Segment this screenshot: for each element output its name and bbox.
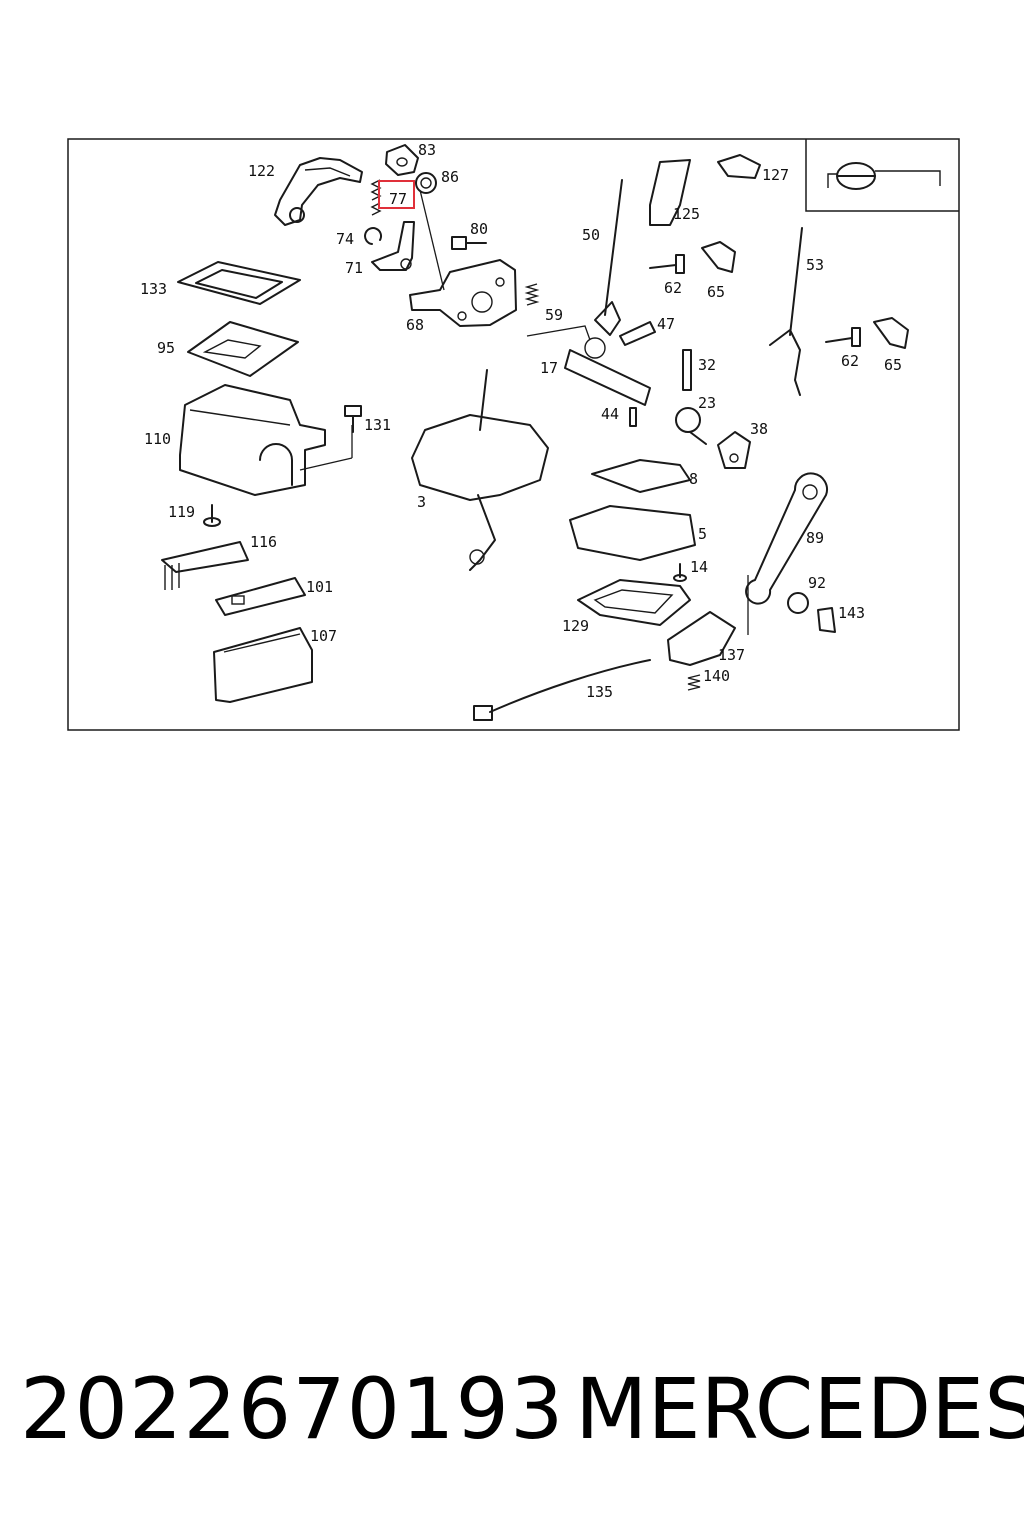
callout-127: 127: [762, 166, 789, 184]
part-65-clip-a: [701, 241, 736, 273]
brand-name: MERCEDES: [575, 1360, 1024, 1458]
part-74-circlip: [364, 227, 383, 245]
callout-125: 125: [673, 205, 700, 223]
part-116-comb: [161, 541, 249, 590]
callout-8: 8: [689, 470, 698, 488]
part-68-plate: [409, 189, 517, 327]
callout-14: 14: [690, 558, 708, 576]
part-83-clip: [385, 144, 419, 176]
highlight-box-77: [378, 180, 415, 209]
callout-92: 92: [808, 574, 826, 592]
callout-80: 80: [470, 220, 488, 238]
callout-62-b: 62: [841, 352, 859, 370]
callout-135: 135: [586, 683, 613, 701]
part-3-shifter: [411, 369, 549, 571]
callout-71: 71: [345, 259, 363, 277]
part-8-gate: [591, 459, 691, 493]
callout-32: 32: [698, 356, 716, 374]
part-133-frame: [177, 261, 301, 305]
part-137-bracket: [667, 575, 749, 666]
parts-diagram: 83 86 122 77 74 80 71 133 68 95 50 127 1…: [0, 0, 1024, 760]
part-59-spring: [524, 283, 540, 306]
callout-129: 129: [562, 617, 589, 635]
callout-68: 68: [406, 316, 424, 334]
part-38-cam: [717, 431, 751, 469]
callout-53: 53: [806, 256, 824, 274]
callout-110: 110: [144, 430, 171, 448]
leader-59-17: [526, 325, 591, 341]
part-125-knob: [649, 159, 691, 226]
callout-83: 83: [418, 141, 436, 159]
callout-17: 17: [540, 359, 558, 377]
part-80-screw: [451, 236, 487, 250]
callout-140: 140: [703, 667, 730, 685]
part-86-bushing: [415, 172, 437, 194]
callout-38: 38: [750, 420, 768, 438]
callout-62-a: 62: [664, 279, 682, 297]
callout-86: 86: [441, 168, 459, 186]
part-32-pin: [682, 349, 692, 391]
part-62-bolt-a: [649, 254, 685, 274]
part-50-rod: [594, 179, 623, 336]
part-135-cable: [473, 659, 651, 721]
part-47-switch: [619, 321, 656, 346]
callout-131: 131: [364, 416, 391, 434]
callout-5: 5: [698, 525, 707, 543]
part-17-shaft: [564, 337, 651, 406]
callout-119: 119: [168, 503, 195, 521]
callout-107: 107: [310, 627, 337, 645]
part-92-bushing: [787, 592, 809, 614]
callout-122: 122: [248, 162, 275, 180]
callout-137: 137: [718, 646, 745, 664]
callout-65-b: 65: [884, 356, 902, 374]
callout-101: 101: [306, 578, 333, 596]
steering-symbol-inset: [805, 139, 959, 212]
callout-50: 50: [582, 226, 600, 244]
part-95-gate: [187, 321, 299, 377]
diagram-border: [67, 138, 960, 731]
part-122-bracket: [274, 157, 363, 226]
part-89-link: [745, 472, 828, 605]
part-62-bolt-b: [825, 327, 861, 347]
callout-3: 3: [417, 493, 426, 511]
part-127-cap: [717, 154, 761, 179]
part-71-lever: [371, 221, 415, 271]
part-131-bolt: [344, 405, 362, 433]
part-53-rod: [769, 227, 803, 396]
callout-116: 116: [250, 533, 277, 551]
callout-65-a: 65: [707, 283, 725, 301]
callout-89: 89: [806, 529, 824, 547]
callout-47: 47: [657, 315, 675, 333]
part-101-switch: [215, 577, 306, 616]
part-119-screw: [203, 504, 221, 527]
part-5-base: [569, 505, 696, 561]
part-23-bushing: [675, 407, 707, 445]
callout-95: 95: [157, 339, 175, 357]
part-110-console: [179, 384, 353, 496]
part-143-clip: [817, 607, 836, 633]
callout-44: 44: [601, 405, 619, 423]
callout-133: 133: [140, 280, 167, 298]
callout-74: 74: [336, 230, 354, 248]
part-number: 2022670193: [20, 1360, 565, 1458]
callout-77: 77: [389, 190, 407, 208]
part-65-clip-b: [873, 317, 909, 349]
exploded-view-svg: 83 86 122 77 74 80 71 133 68 95 50 127 1…: [67, 138, 960, 731]
part-14-screw: [673, 563, 687, 582]
part-44-pin: [629, 407, 637, 427]
callout-59: 59: [545, 306, 563, 324]
callout-143: 143: [838, 604, 865, 622]
part-129-gasket: [577, 579, 691, 626]
part-107-module: [213, 627, 313, 703]
footer-caption: 2022670193 MERCEDES: [0, 1360, 1024, 1480]
part-140-spring: [687, 674, 701, 691]
callout-23: 23: [698, 394, 716, 412]
